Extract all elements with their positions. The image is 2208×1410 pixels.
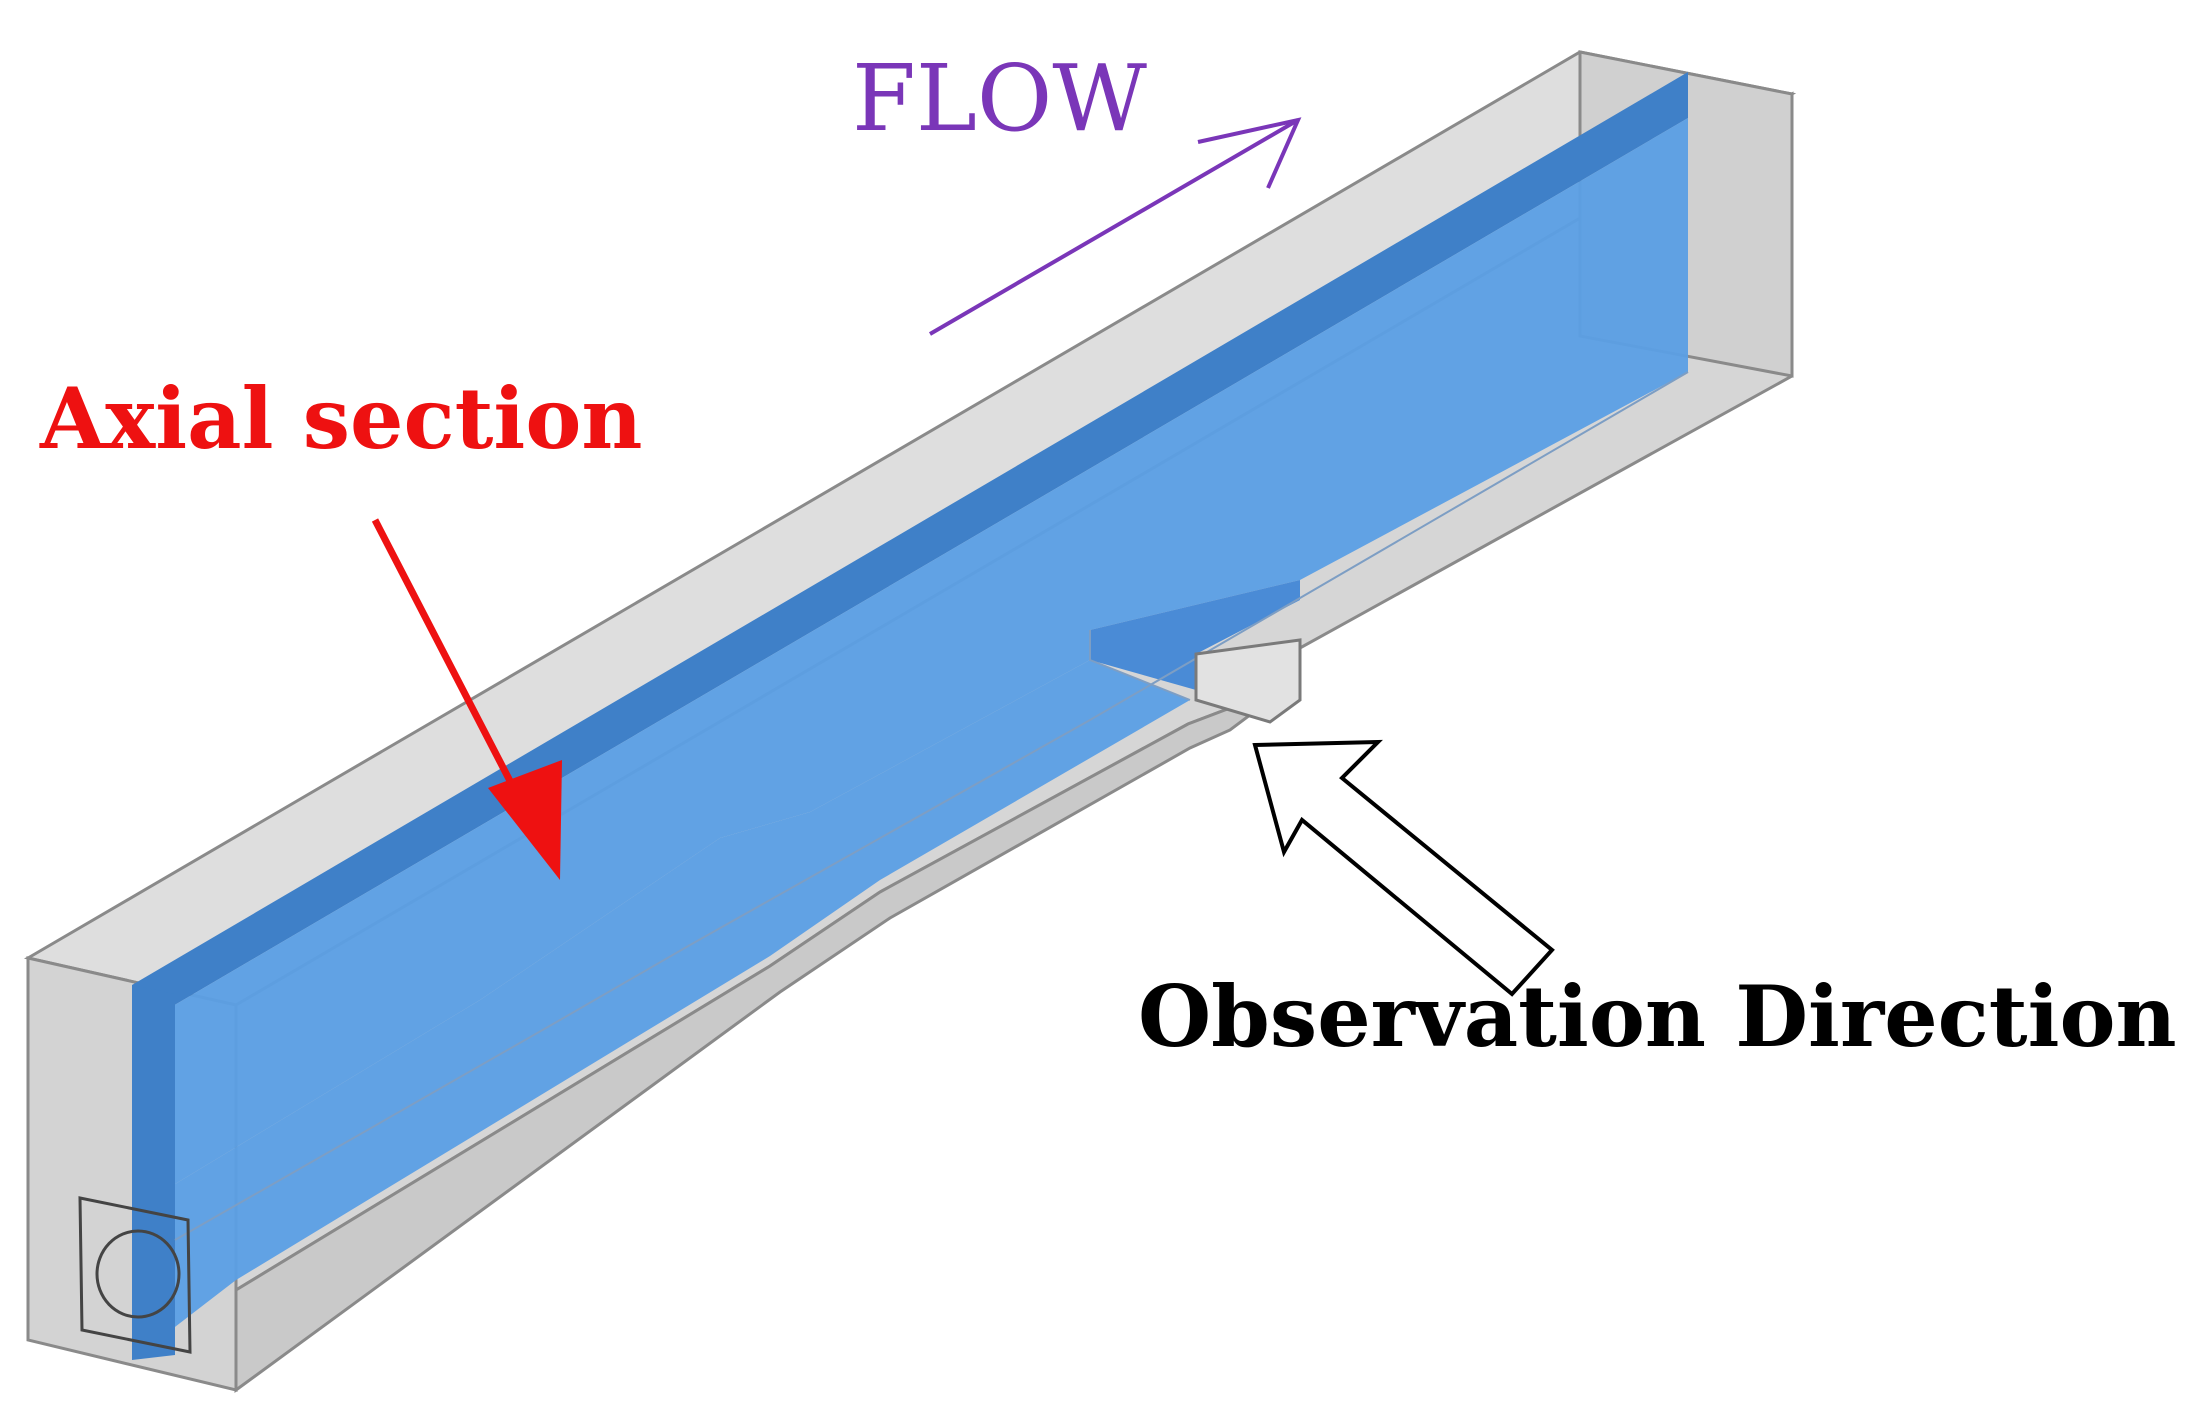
floor-edge-line: [174, 371, 1689, 1241]
water-lower-band: [132, 660, 1190, 1360]
inlet-circle: [95, 1229, 181, 1319]
observation-window: [1194, 638, 1302, 724]
axial-arrow-head: [488, 760, 562, 880]
internal-edges: [174, 371, 1689, 1241]
axial-arrow-shaft: [371, 518, 529, 812]
flow-arrow-head: [1197, 117, 1302, 189]
water-region: [132, 72, 1688, 1360]
observation-direction-label: Observation Direction: [1138, 967, 2177, 1066]
water-front-strip: [132, 985, 175, 1360]
water-step-shade: [1090, 580, 1300, 690]
water-main-plane: [132, 118, 1688, 1210]
inlet-square: [78, 1196, 192, 1354]
hollow-arrow-icon: [1252, 739, 1555, 997]
circular-inlet-icon: [78, 1196, 192, 1354]
flow-label: FLOW: [852, 45, 1147, 152]
axial-section-label: Axial section: [39, 369, 642, 468]
open-arrow-icon: [928, 117, 1302, 336]
step-edge-line: [1089, 630, 1191, 701]
red-arrow-icon: [371, 518, 562, 880]
flow-arrow-shaft: [928, 118, 1300, 336]
